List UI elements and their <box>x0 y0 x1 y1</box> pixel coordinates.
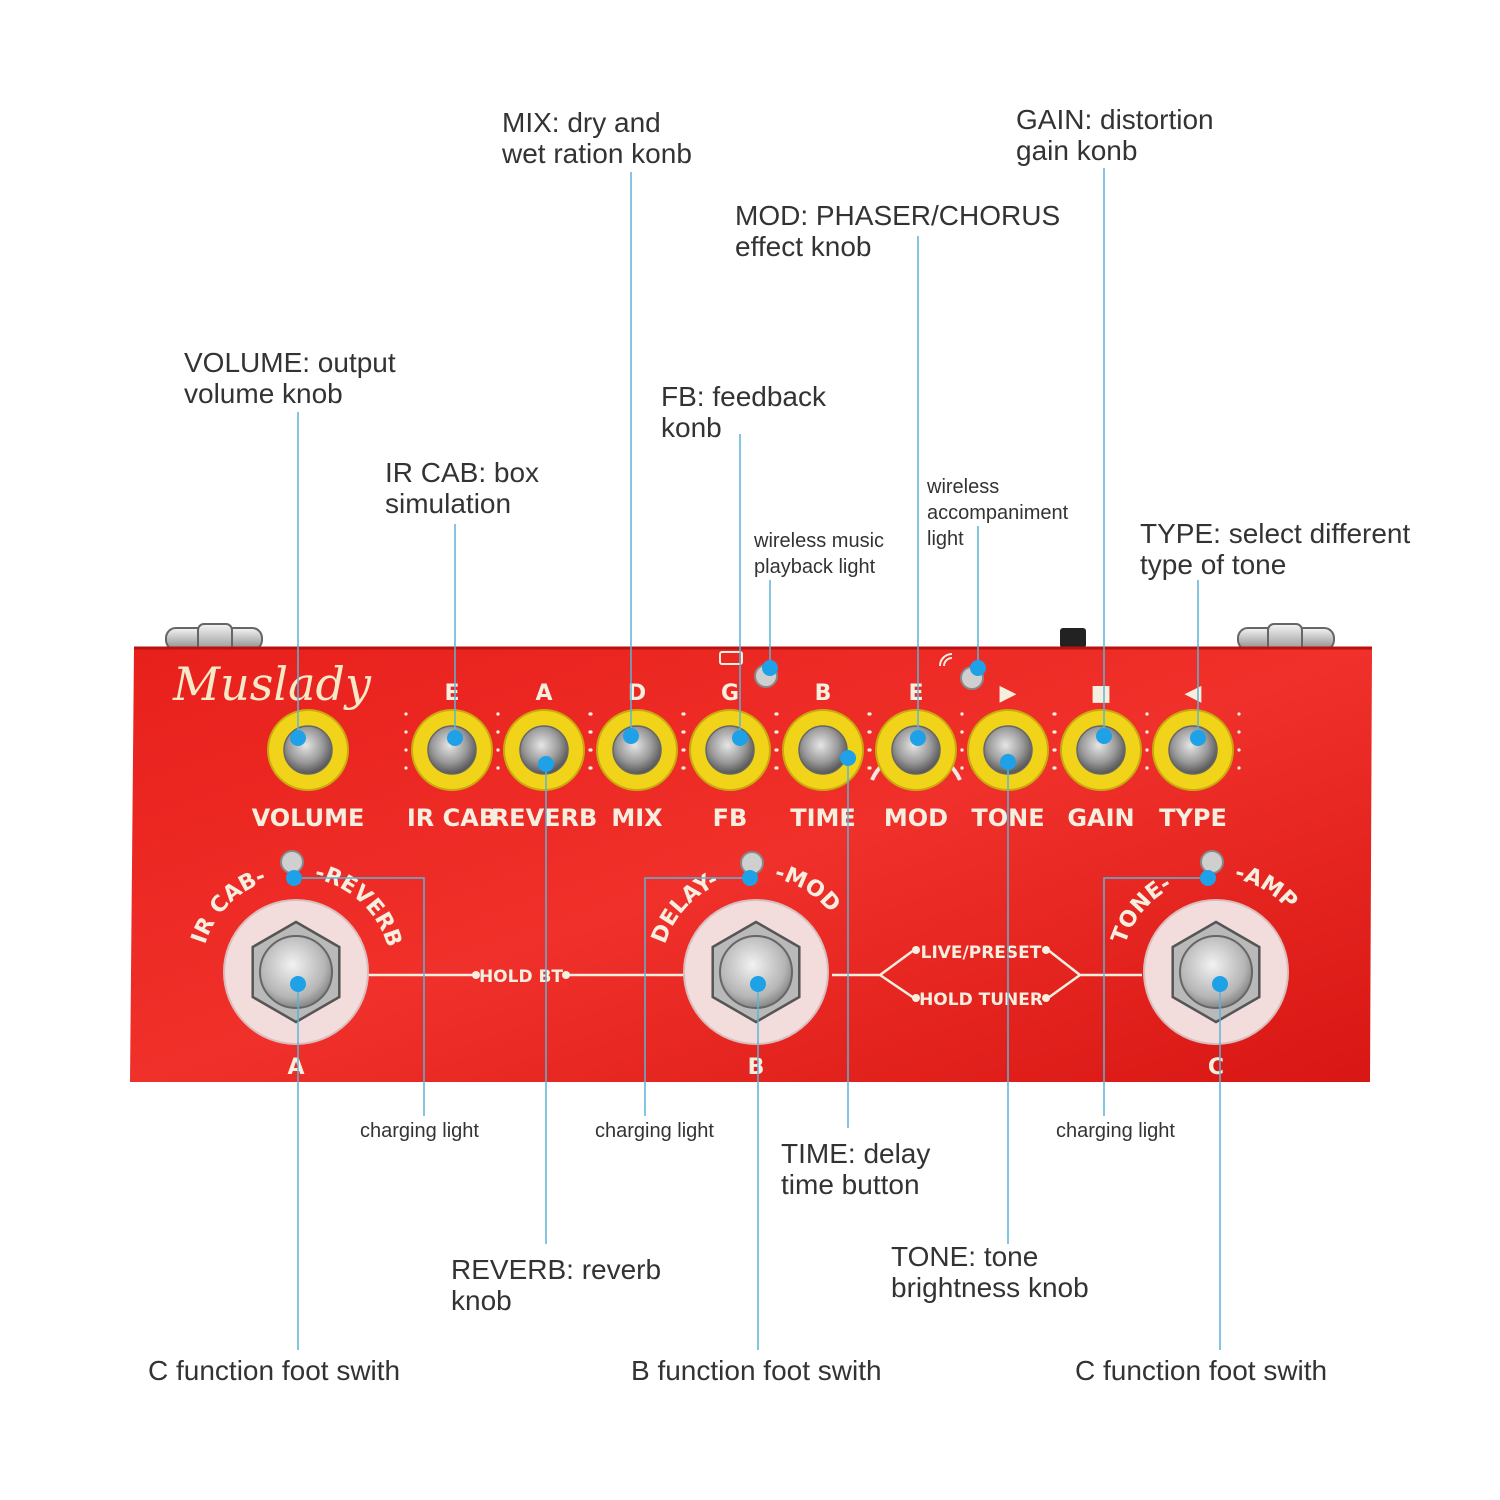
knob-label: TYPE <box>1159 804 1227 832</box>
callout-line-time <box>840 750 856 1128</box>
power-switch <box>1060 628 1086 648</box>
callout-charging-a: charging light <box>360 1120 479 1142</box>
footswitch-letter: C <box>1208 1055 1224 1080</box>
callout-line-mod <box>910 236 926 746</box>
callout-line-fb <box>732 434 748 746</box>
knob-reverb[interactable]: REVERB A <box>491 681 598 832</box>
callout-charging-b: charging light <box>595 1120 714 1142</box>
knob-time[interactable]: TIME B <box>775 681 871 832</box>
knob-note-label: E <box>444 681 459 706</box>
callout-foot-c: C function foot swith <box>1075 1355 1328 1386</box>
callout-line-wireless-accompaniment <box>970 526 986 676</box>
callout-line-charging-b <box>644 870 758 1116</box>
knob-label: VOLUME <box>252 804 365 832</box>
knob-fb[interactable]: FB G <box>682 681 778 832</box>
brand-logo: Muslady <box>172 657 372 711</box>
knob-note-label: A <box>535 681 552 706</box>
callout-line-wireless-music <box>762 580 778 676</box>
knob-ircab[interactable]: IR CAB E <box>404 681 500 832</box>
hold-tuner-label: HOLD TUNER <box>919 990 1043 1010</box>
hold-bt-label: HOLD BT <box>479 967 563 987</box>
footswitch-letter: A <box>287 1055 304 1080</box>
knob-note-label: ▶ <box>1000 681 1017 706</box>
knob-label: MIX <box>611 804 663 832</box>
knob-label: REVERB <box>491 804 598 832</box>
knob-label: IR CAB <box>407 804 497 832</box>
callout-line-foot-a <box>290 976 306 1350</box>
knob-label: TIME <box>790 804 856 832</box>
knob-note-label: D <box>628 681 646 706</box>
callout-line-type <box>1190 580 1206 746</box>
live-preset-label: LIVE/PRESET <box>921 943 1042 963</box>
charging-led-c <box>1200 850 1224 874</box>
callout-line-tone <box>1000 754 1016 1244</box>
callout-foot-b: B function foot swith <box>631 1355 882 1386</box>
knob-note-label: E <box>908 681 923 706</box>
callout-line-foot-b <box>750 976 766 1350</box>
wireless-music-led <box>719 651 778 688</box>
knob-tone[interactable]: TONE▶ <box>960 681 1056 832</box>
callout-line-charging-a <box>286 870 425 1116</box>
knob-note-label: ■ <box>1091 681 1112 706</box>
callout-line-mix <box>623 172 639 744</box>
knob-gain[interactable]: GAIN ■ <box>1053 681 1149 832</box>
knob-volume[interactable]: VOLUME <box>252 709 365 832</box>
knob-label: MOD <box>884 804 948 832</box>
knob-label: GAIN <box>1067 804 1134 832</box>
knob-mod[interactable]: MOD E <box>868 681 964 832</box>
knob-note-label: G <box>721 681 739 706</box>
knob-note-label: B <box>815 681 832 706</box>
callout-foot-a: C function foot swith <box>148 1355 401 1386</box>
knob-note-label: ◀ <box>1185 681 1202 706</box>
callout-lines <box>286 168 1228 1350</box>
callout-line-volume <box>290 412 306 746</box>
callout-line-reverb <box>538 756 554 1244</box>
callout-line-ircab <box>447 524 463 746</box>
callout-charging-c: charging light <box>1056 1120 1175 1142</box>
footswitch-letter: B <box>748 1055 765 1080</box>
callout-line-gain <box>1096 168 1112 744</box>
callout-line-charging-c <box>1103 870 1216 1116</box>
callout-line-foot-c <box>1212 976 1228 1350</box>
knob-label: FB <box>713 804 748 832</box>
charging-led-a <box>280 850 304 874</box>
